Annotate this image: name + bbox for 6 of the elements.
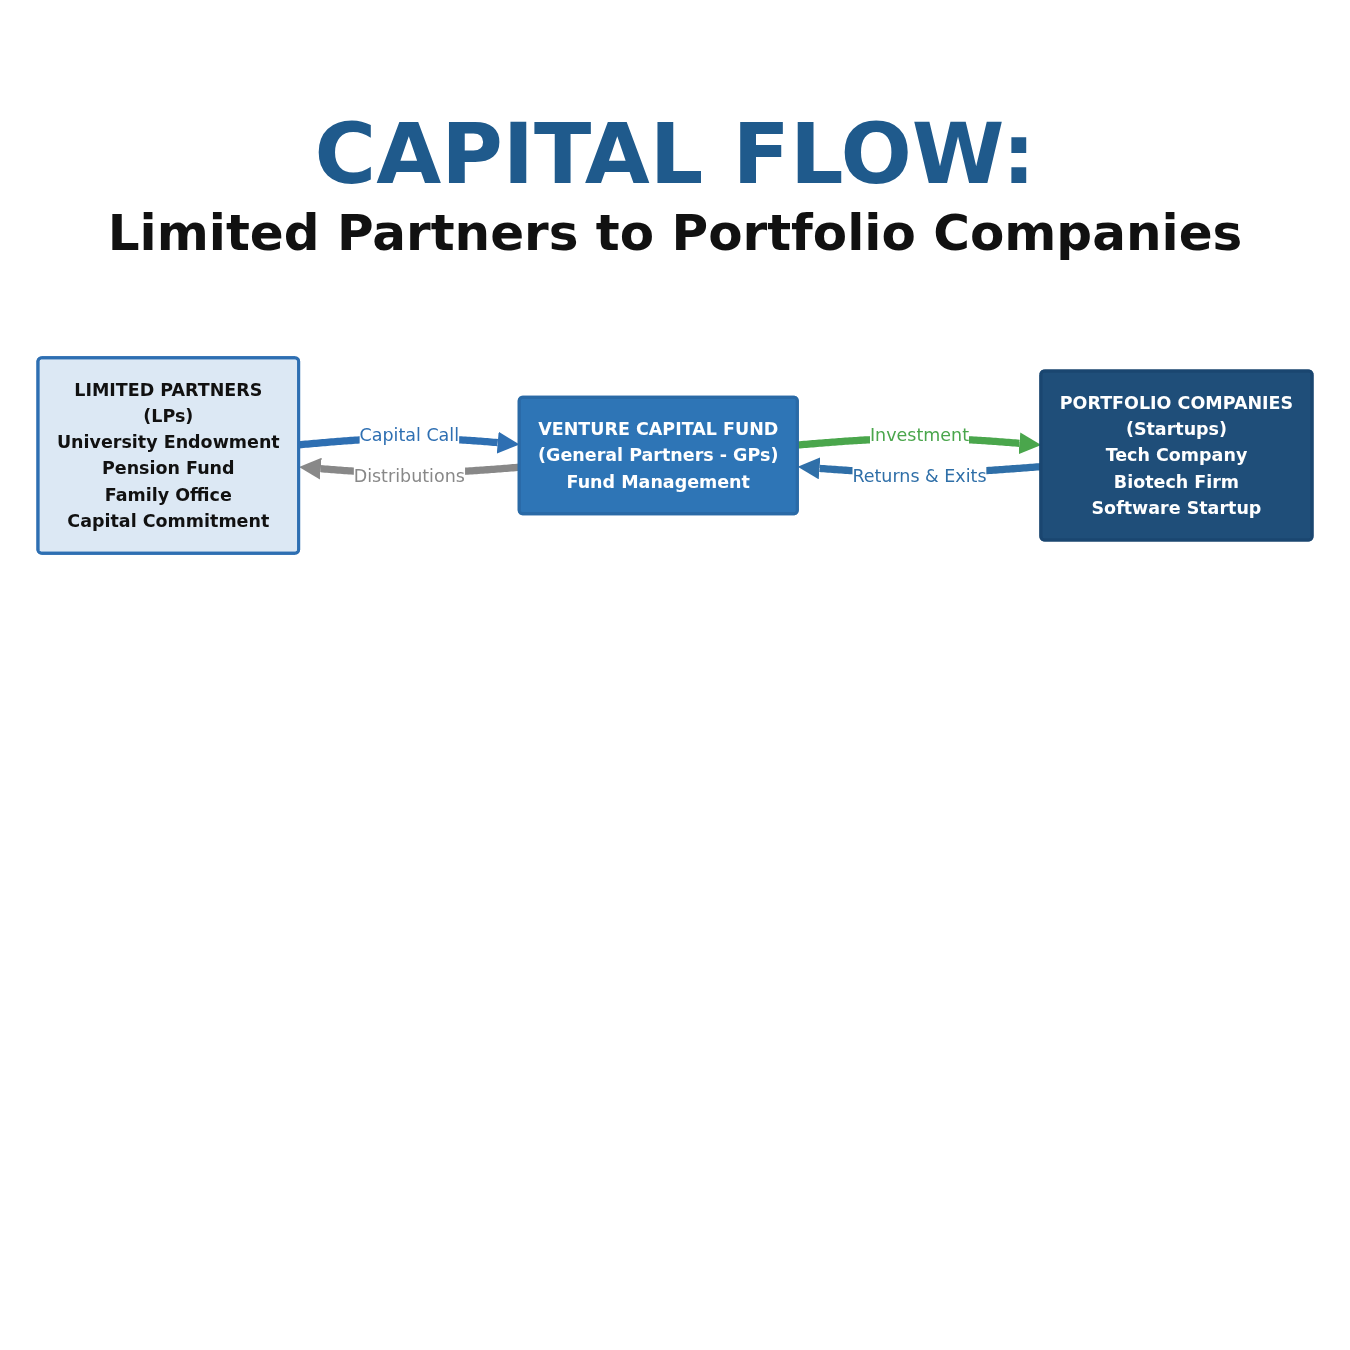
subtitle: Limited Partners to Portfolio Companies (107, 204, 1243, 263)
edge-label: Distributions (353, 465, 465, 487)
edge-label: Returns & Exits (852, 465, 987, 487)
title: CAPITAL FLOW: (314, 110, 1036, 199)
edge-label: Capital Call (359, 425, 460, 446)
edge-label: Investment (869, 425, 970, 446)
